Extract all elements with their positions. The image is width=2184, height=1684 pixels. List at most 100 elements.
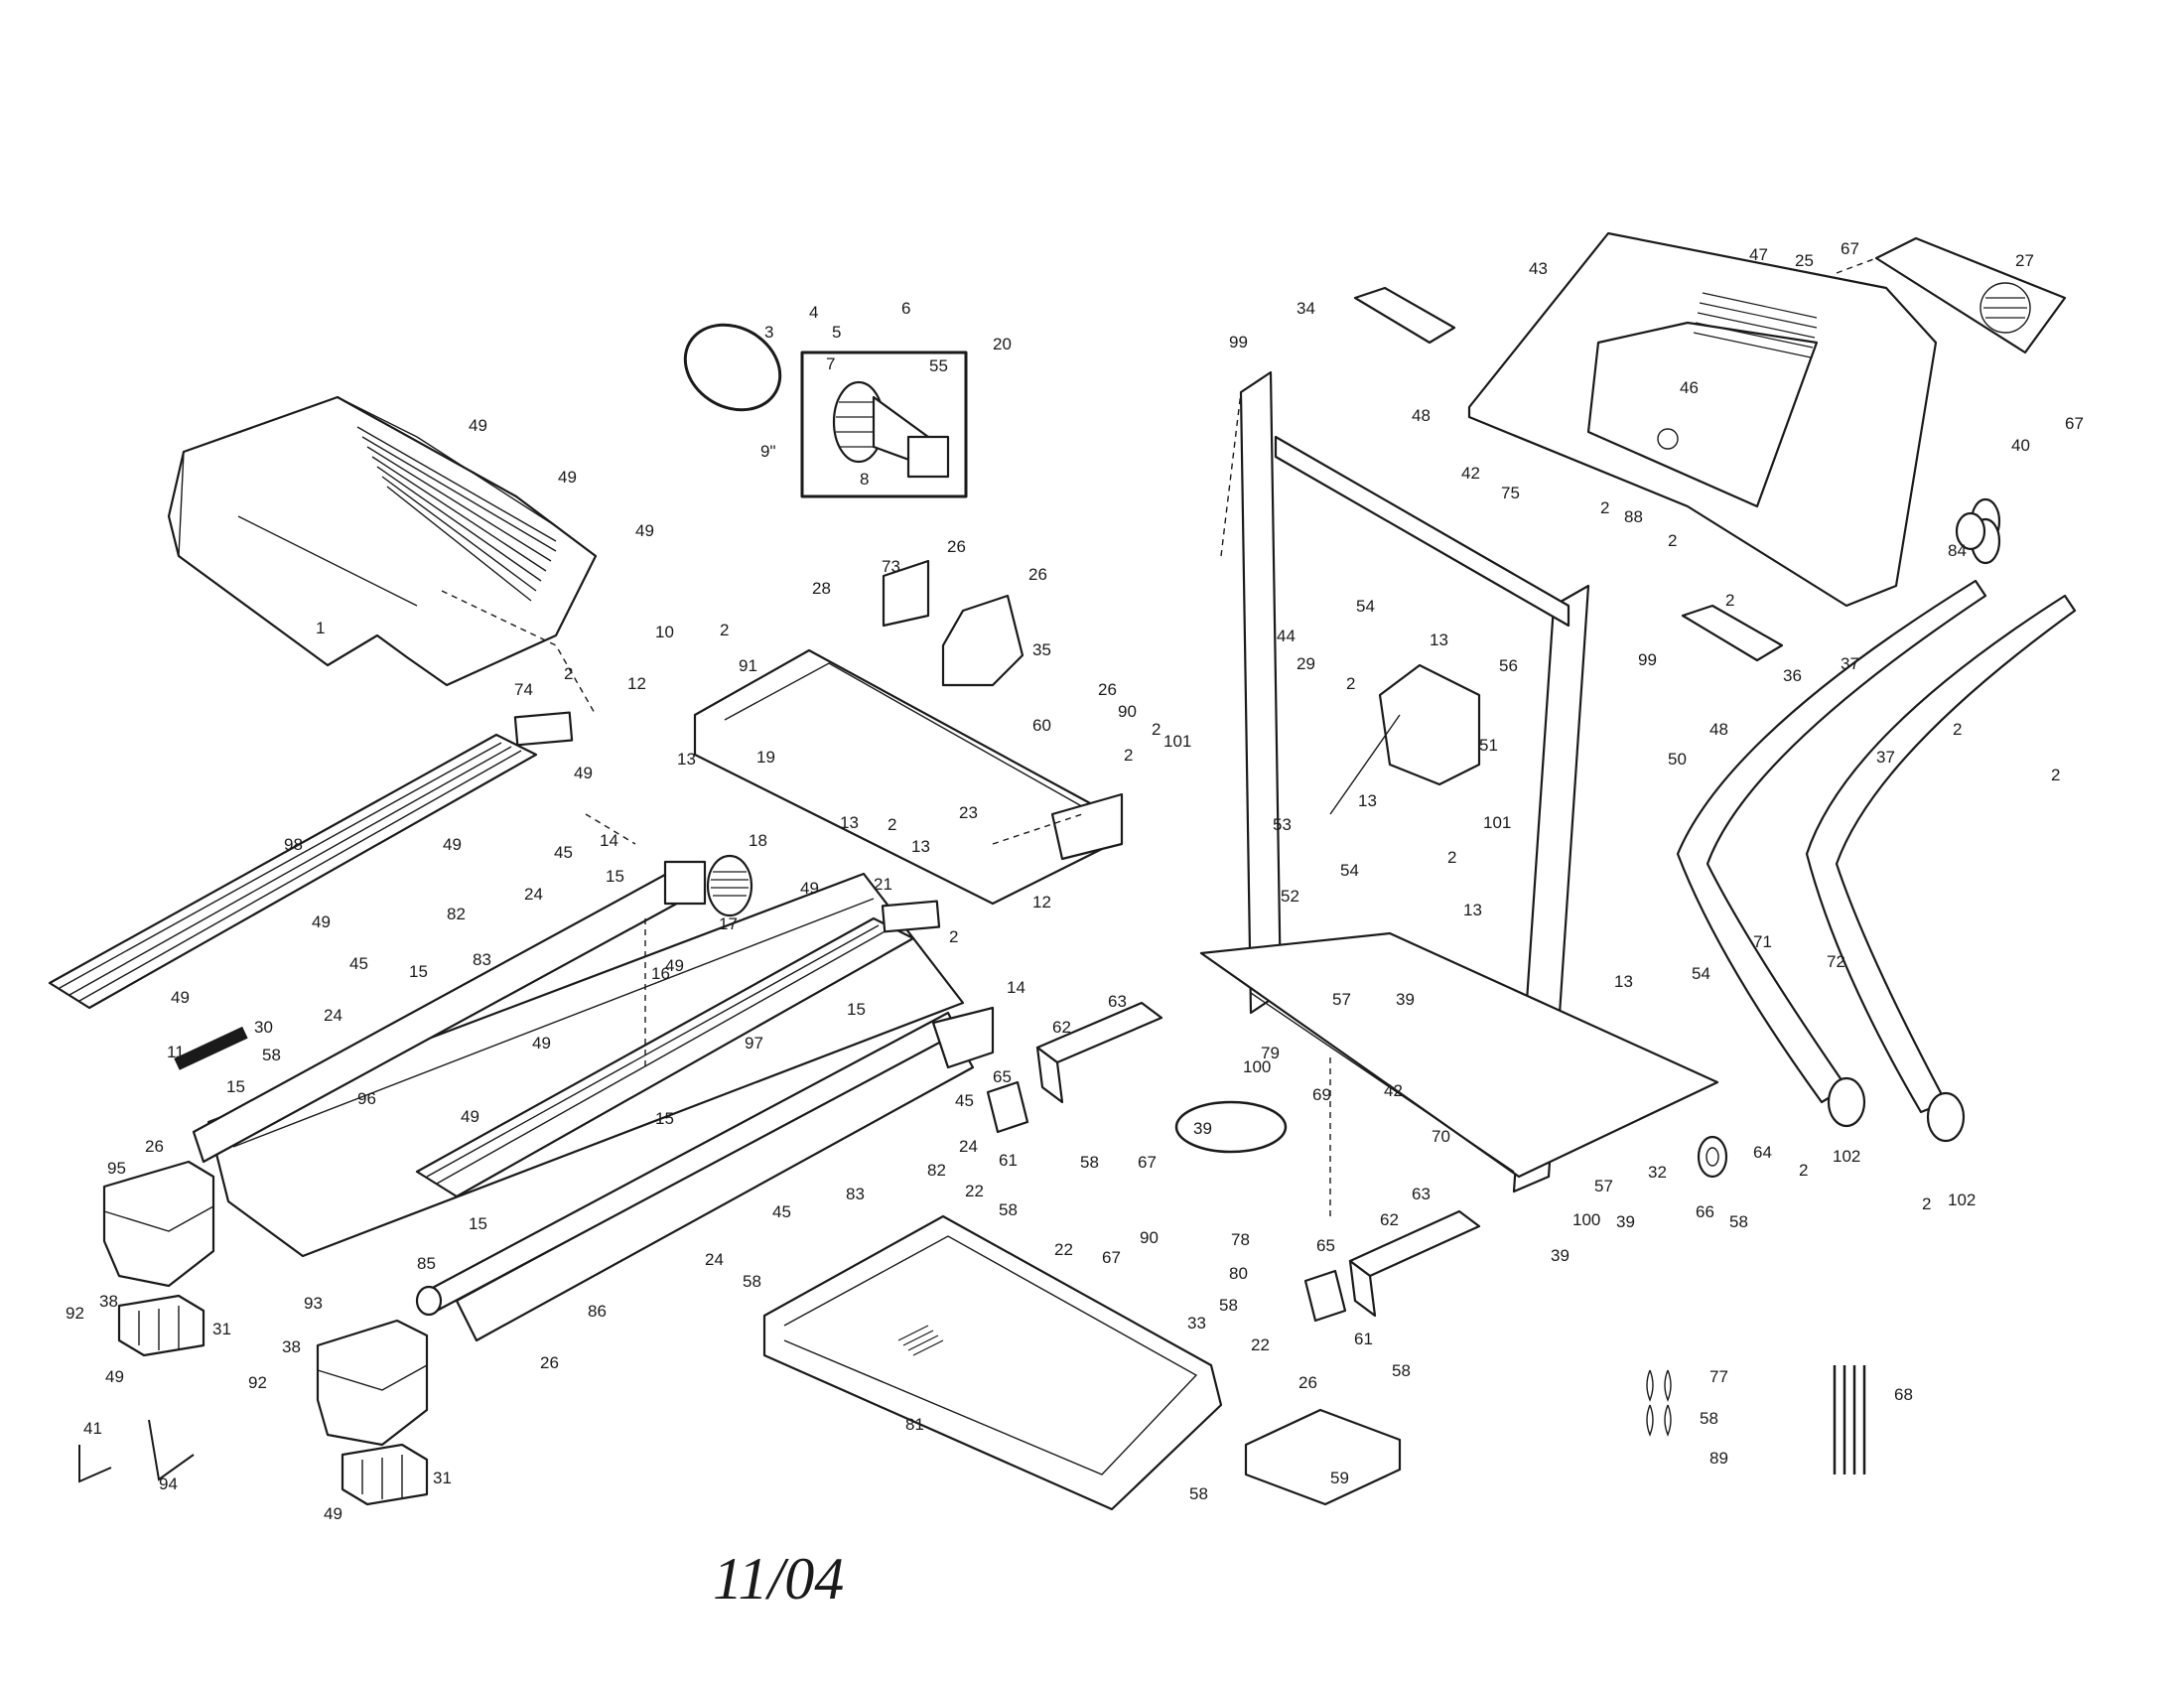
callout-59: 59 xyxy=(1330,1469,1349,1487)
motor-hood-base xyxy=(762,1214,1223,1511)
callout-22: 22 xyxy=(1251,1335,1270,1354)
callout-101: 101 xyxy=(1483,813,1511,832)
callout-2: 2 xyxy=(1447,848,1456,867)
callout-99: 99 xyxy=(1229,333,1248,351)
rear-bracket xyxy=(931,1006,995,1069)
roller-bracket xyxy=(663,860,707,906)
callout-47: 47 xyxy=(1749,245,1768,264)
callout-100: 100 xyxy=(1243,1057,1271,1076)
callout-42: 42 xyxy=(1384,1081,1403,1100)
callout-15: 15 xyxy=(606,867,624,886)
callout-26: 26 xyxy=(1298,1373,1317,1392)
callout-11: 11 xyxy=(167,1043,185,1061)
callout-100: 100 xyxy=(1572,1210,1600,1229)
callout-15: 15 xyxy=(226,1077,245,1096)
callout-58: 58 xyxy=(1392,1361,1411,1380)
callout-23: 23 xyxy=(959,803,978,822)
callout-2: 2 xyxy=(1799,1161,1808,1180)
callout-26: 26 xyxy=(947,537,966,556)
callout-21: 21 xyxy=(874,875,892,894)
callout-67: 67 xyxy=(1841,239,1859,258)
callout-78: 78 xyxy=(1231,1230,1250,1249)
callout-83: 83 xyxy=(846,1185,865,1203)
callout-70: 70 xyxy=(1432,1127,1450,1146)
callout-102: 102 xyxy=(1833,1147,1860,1166)
callout-9: 9" xyxy=(760,442,776,461)
callout-19: 19 xyxy=(756,748,775,767)
callout-82: 82 xyxy=(927,1161,946,1180)
callout-13: 13 xyxy=(911,837,930,856)
callout-58: 58 xyxy=(1080,1153,1099,1172)
callout-18: 18 xyxy=(749,831,767,850)
callout-3: 3 xyxy=(764,323,773,342)
motor-hood xyxy=(167,395,598,687)
callout-17: 17 xyxy=(719,914,738,933)
callout-49: 49 xyxy=(461,1107,479,1126)
callout-28: 28 xyxy=(812,579,831,598)
callout-99: 99 xyxy=(1638,650,1657,669)
callout-7: 7 xyxy=(826,354,835,373)
callout-57: 57 xyxy=(1332,990,1351,1009)
rail-insert-front xyxy=(881,900,941,933)
callout-2: 2 xyxy=(1152,720,1160,739)
callout-26: 26 xyxy=(1098,680,1117,699)
callout-39: 39 xyxy=(1616,1212,1635,1231)
callout-85: 85 xyxy=(417,1254,436,1273)
callout-15: 15 xyxy=(655,1109,674,1128)
callout-49: 49 xyxy=(171,988,190,1007)
reed-switch-strip xyxy=(174,1026,248,1070)
incline-motor xyxy=(1329,663,1481,815)
callout-67: 67 xyxy=(1102,1248,1121,1267)
motor-belt xyxy=(683,323,782,412)
wire-clips xyxy=(1646,1369,1672,1437)
callout-92: 92 xyxy=(66,1304,84,1323)
handrail-endcap-right xyxy=(1926,1091,1966,1143)
callout-14: 14 xyxy=(1007,978,1025,997)
callout-2: 2 xyxy=(1668,531,1677,550)
callout-13: 13 xyxy=(840,813,859,832)
callout-75: 75 xyxy=(1501,484,1520,502)
callout-45: 45 xyxy=(554,843,573,862)
callout-50: 50 xyxy=(1668,750,1687,769)
callout-40: 40 xyxy=(2011,436,2030,455)
callout-77: 77 xyxy=(1709,1367,1728,1386)
callout-71: 71 xyxy=(1753,932,1772,951)
rear-foot-left xyxy=(117,1294,205,1357)
callout-57: 57 xyxy=(1594,1177,1613,1195)
callout-49: 49 xyxy=(324,1504,342,1523)
callout-89: 89 xyxy=(1709,1449,1728,1468)
callout-49: 49 xyxy=(469,416,487,435)
callout-49: 49 xyxy=(443,835,462,854)
callout-63: 63 xyxy=(1412,1185,1431,1203)
callout-86: 86 xyxy=(588,1302,607,1321)
upright-base-cover-left xyxy=(1035,1001,1163,1104)
callout-61: 61 xyxy=(999,1151,1018,1170)
callout-13: 13 xyxy=(677,750,696,769)
transformer-bracket xyxy=(941,594,1024,687)
callout-49: 49 xyxy=(800,879,819,898)
callout-54: 54 xyxy=(1340,861,1359,880)
callout-101: 101 xyxy=(1163,732,1191,751)
callout-20: 20 xyxy=(993,335,1012,353)
callout-58: 58 xyxy=(1189,1484,1208,1503)
callout-2: 2 xyxy=(2051,766,2060,784)
callout-58: 58 xyxy=(1700,1409,1718,1428)
callout-49: 49 xyxy=(558,468,577,487)
callout-38: 38 xyxy=(282,1337,301,1356)
callout-58: 58 xyxy=(743,1272,761,1291)
callout-2: 2 xyxy=(1600,498,1609,517)
callout-68: 68 xyxy=(1894,1385,1913,1404)
callout-67: 67 xyxy=(2065,414,2084,433)
callout-24: 24 xyxy=(959,1137,978,1156)
handrail-right xyxy=(1805,594,2077,1114)
callout-15: 15 xyxy=(409,962,428,981)
power-cord xyxy=(1174,1100,1288,1154)
callout-54: 54 xyxy=(1356,597,1375,616)
callout-26: 26 xyxy=(540,1353,559,1372)
rail-insert xyxy=(513,711,574,747)
callout-92: 92 xyxy=(248,1373,267,1392)
callout-44: 44 xyxy=(1277,627,1296,645)
callout-2: 2 xyxy=(720,621,729,639)
callout-102: 102 xyxy=(1948,1191,1976,1209)
